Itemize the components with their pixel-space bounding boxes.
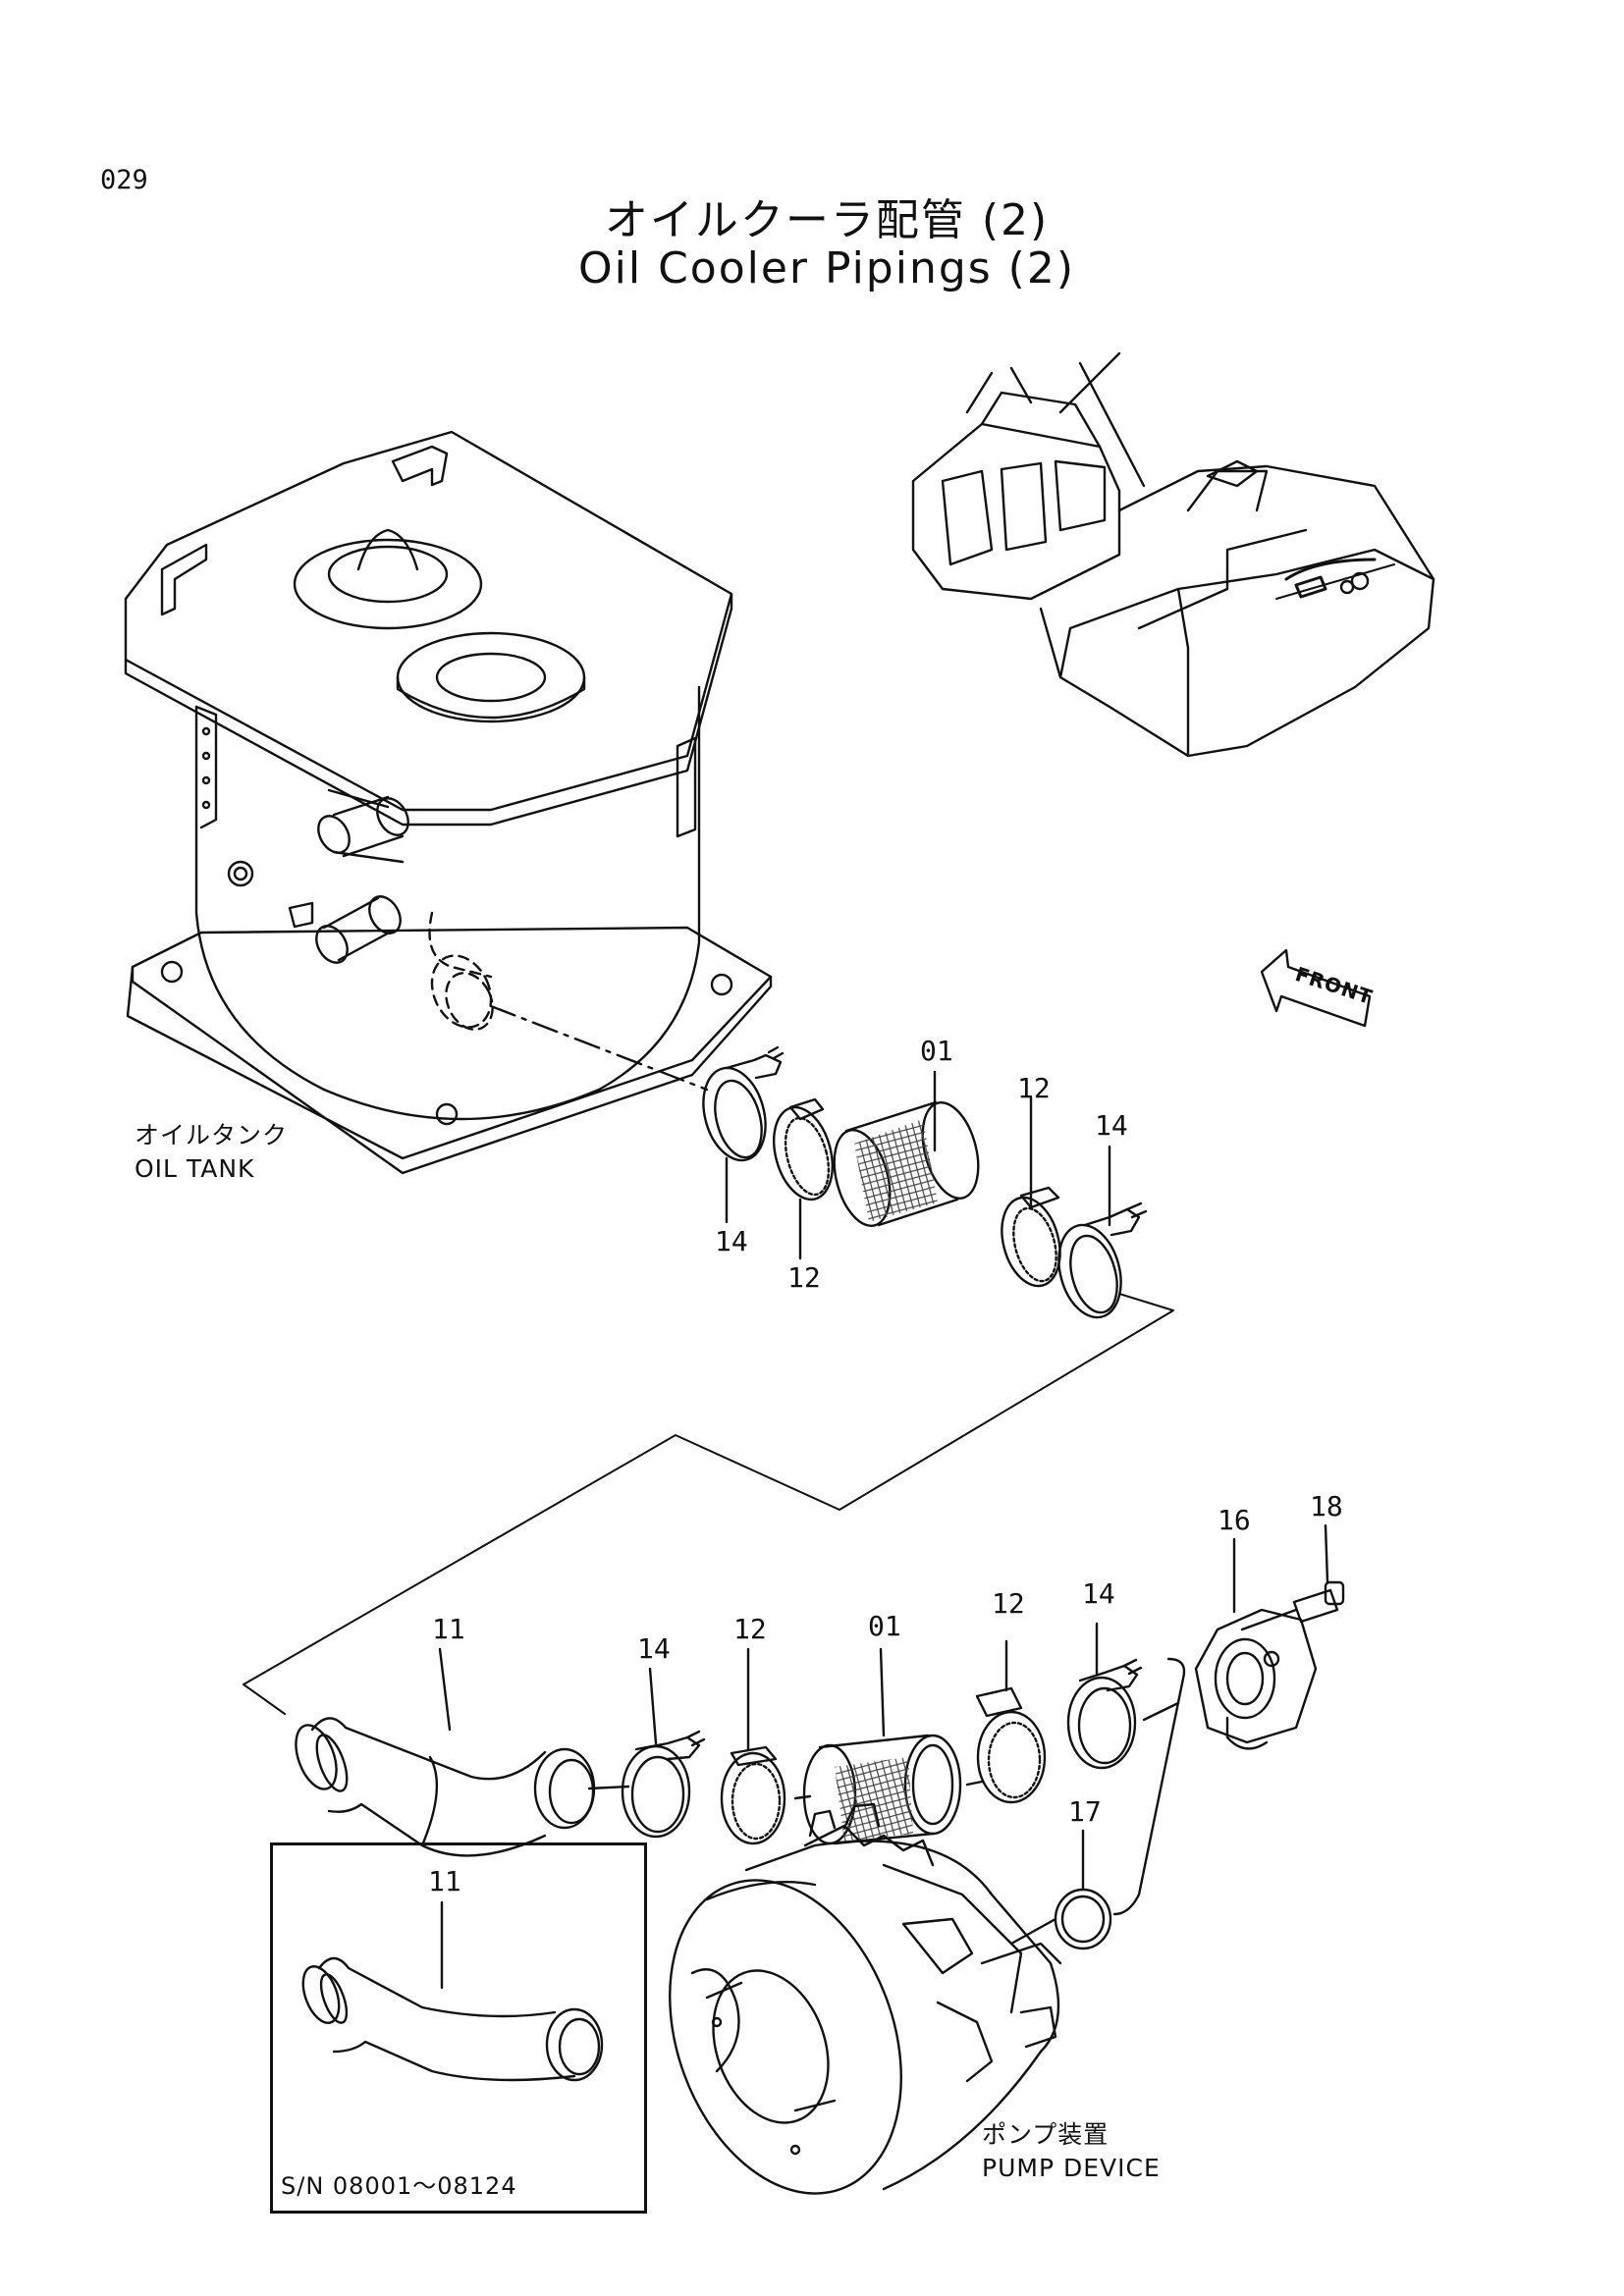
- callout-11: 11: [432, 1613, 465, 1645]
- pump-device-label-english: PUMP DEVICE: [982, 2154, 1161, 2182]
- pump-device-label-japanese: ポンプ装置: [982, 2120, 1110, 2149]
- page-number: 029: [100, 165, 148, 195]
- upper-hose-set-drawing: [243, 1045, 1174, 1715]
- callout-14-lower-left: 14: [637, 1632, 671, 1665]
- callout-17: 17: [1068, 1795, 1102, 1828]
- excavator-locator-drawing: [911, 351, 1435, 758]
- page-title-english: Oil Cooler Pipings (2): [578, 243, 1075, 294]
- callout-14-upper-left: 14: [715, 1225, 748, 1257]
- callout-11-inset: 11: [428, 1865, 461, 1897]
- callout-14-upper-right: 14: [1095, 1109, 1128, 1142]
- serial-range-label: S/N 08001～08124: [281, 2172, 517, 2200]
- callout-12-upper-left: 12: [787, 1261, 821, 1294]
- serial-range-inset-frame: [270, 1842, 647, 2214]
- callout-16: 16: [1218, 1504, 1251, 1536]
- pump-device-drawing: [669, 1802, 1062, 2195]
- oil-tank-drawing: [124, 430, 773, 1175]
- callout-18: 18: [1310, 1490, 1343, 1522]
- front-arrow-icon: [1260, 948, 1372, 1028]
- page-title-japanese: オイルクーラ配管 (2): [604, 195, 1050, 245]
- callout-01-lower: 01: [868, 1610, 901, 1642]
- inset-pipe-11-drawing: [301, 1900, 604, 2082]
- callout-12-upper-right: 12: [1017, 1072, 1051, 1104]
- callout-12-lower-right: 12: [992, 1587, 1025, 1620]
- lower-hose-set-drawing: [295, 1523, 1345, 1950]
- oil-tank-label-japanese: オイルタンク: [135, 1121, 289, 1149]
- oil-tank-label-english: OIL TANK: [135, 1154, 255, 1183]
- callout-14-lower-right: 14: [1082, 1577, 1115, 1610]
- callout-01-upper: 01: [920, 1035, 953, 1067]
- callout-12-lower-left: 12: [733, 1613, 767, 1645]
